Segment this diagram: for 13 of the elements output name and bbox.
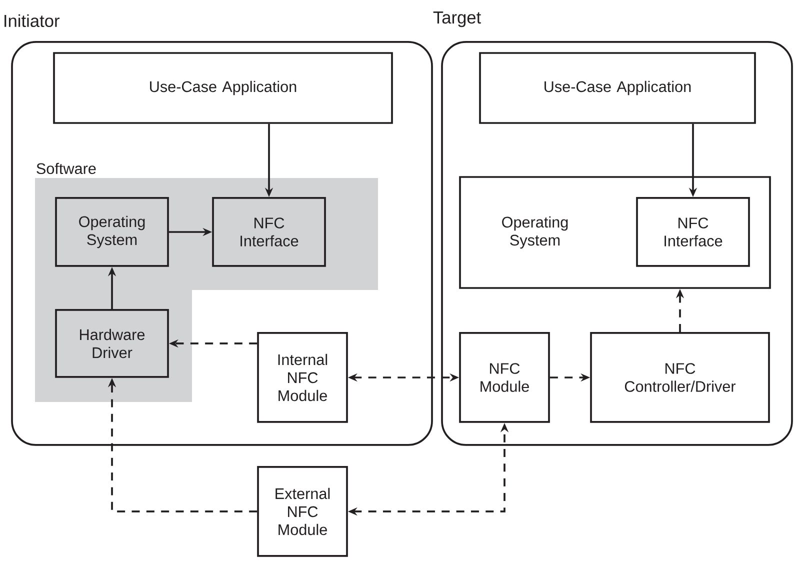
process-box: Hardware Driver	[55, 309, 169, 378]
process-box: Operating System	[55, 197, 169, 267]
process-box: External NFC Module	[257, 466, 348, 557]
process-box: NFC Module	[459, 332, 550, 423]
node-label: Software	[36, 162, 96, 174]
process-box: NFC Interface	[212, 197, 326, 267]
node-label: Initiator	[4, 14, 60, 28]
process-box: Internal NFC Module	[257, 332, 348, 423]
process-box: Use-Case Application	[53, 52, 393, 124]
process-box: NFC Controller/Driver	[590, 332, 770, 423]
process-box: NFC Interface	[636, 197, 750, 267]
process-box: Use-Case Application	[479, 52, 756, 124]
node-label: Target	[433, 12, 481, 28]
